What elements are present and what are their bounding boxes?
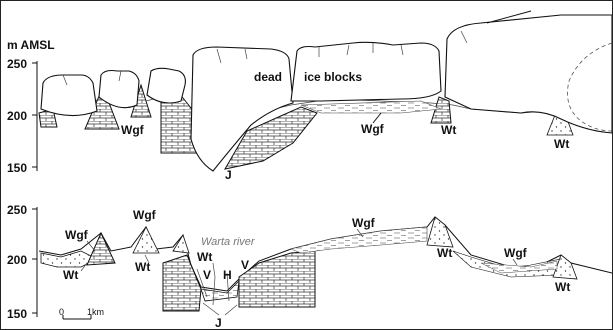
lower-brick-cone-1 [87, 233, 115, 265]
label-wt-d: Wt [437, 246, 452, 260]
label-wt-c: Wt [197, 250, 212, 264]
upper-tick-250: 250 [7, 57, 27, 71]
lower-tick-150: 150 [7, 307, 27, 321]
ice-block-right-half [445, 15, 612, 133]
label-v-left: V [203, 268, 211, 282]
label-j-upper: J [225, 168, 232, 182]
scale-bar-start: 0 [59, 307, 64, 317]
dead-ice-blocks [41, 11, 612, 171]
label-ice-blocks: ice blocks [304, 70, 362, 84]
label-wgf-a: Wgf [65, 228, 89, 242]
label-dead: dead [254, 70, 282, 84]
upper-y-axis [32, 61, 37, 171]
lower-brick-column [163, 255, 201, 311]
label-wgf-d: Wgf [504, 246, 528, 260]
lower-brick-right-body [239, 251, 315, 307]
y-axis-unit-label: m AMSL [7, 38, 55, 52]
ice-block-1 [41, 75, 97, 116]
lower-dotted-cone-2 [133, 227, 159, 253]
label-wt-upper-right: Wt [554, 137, 569, 151]
lower-panel: 250 200 150 Wgf Wgf Wgf Wgf Wt Wt Wt Wt … [7, 203, 612, 329]
lower-tick-250: 250 [7, 203, 27, 217]
label-wt-b: Wt [135, 260, 150, 274]
lower-j-leaders [203, 303, 237, 315]
label-wgf-upper-left: Wgf [121, 123, 145, 137]
upper-tick-200: 200 [7, 109, 27, 123]
upper-tick-150: 150 [7, 161, 27, 175]
label-warta-river: Warta river [201, 236, 256, 248]
lower-tick-200: 200 [7, 253, 27, 267]
label-wt-e: Wt [555, 280, 570, 294]
label-h: H [223, 268, 232, 282]
label-wt-upper-mid: Wt [441, 123, 456, 137]
lower-dashed-strip [291, 227, 427, 253]
label-wgf-b: Wgf [133, 208, 157, 222]
scale-bar-end: 1km [87, 307, 104, 317]
upper-dotted-strip [301, 101, 441, 113]
lower-y-axis [32, 207, 37, 317]
ice-block-3 [147, 68, 185, 103]
upper-panel: m AMSL 250 200 150 dead i [7, 11, 612, 182]
label-wgf-upper-mid: Wgf [361, 122, 385, 136]
label-j-lower: J [215, 316, 222, 329]
label-wt-a: Wt [63, 268, 78, 282]
label-wgf-c: Wgf [352, 216, 376, 230]
scale-bar: 0 1km [59, 307, 104, 319]
label-v-right: V [241, 258, 249, 272]
